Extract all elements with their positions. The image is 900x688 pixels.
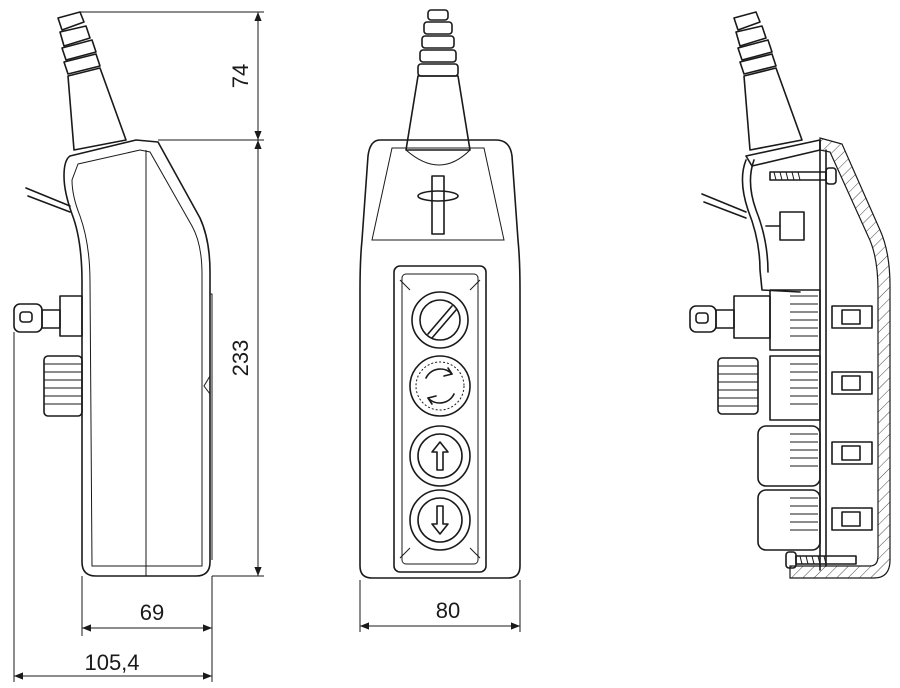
- contact-blocks: [757, 289, 821, 551]
- dim-horizontal-left: 69 105,4: [13, 332, 213, 682]
- cable-lead: [765, 211, 805, 241]
- terminals: [831, 305, 873, 531]
- rotate-icon: [425, 367, 455, 405]
- dim-74-label: 74: [228, 64, 253, 88]
- slot-icon: [427, 305, 457, 339]
- screw-bottom: [785, 551, 857, 569]
- key-switch-section: [689, 295, 771, 339]
- arrow-up-icon: [431, 441, 449, 471]
- section-view: [689, 11, 891, 579]
- front-view: [359, 9, 521, 579]
- knob-side: [43, 355, 83, 417]
- arrow-down-icon: [431, 505, 449, 535]
- emergency-rotate-button: [409, 355, 471, 417]
- cable-gland-section: [733, 11, 803, 151]
- knob-section: [717, 357, 759, 415]
- side-view: [13, 11, 213, 577]
- button-plate: [393, 265, 487, 573]
- front-body-outline: [359, 139, 521, 579]
- dim-80-label: 80: [436, 598, 460, 623]
- dim-233-label: 233: [228, 340, 253, 377]
- down-button: [409, 489, 471, 551]
- key-switch-side: [13, 295, 83, 337]
- screw-top: [769, 167, 837, 185]
- dim-front-width: 80: [359, 580, 521, 632]
- hook: [25, 187, 71, 213]
- body-outline: [63, 139, 211, 577]
- dim-105-label: 105,4: [84, 650, 139, 675]
- cable-gland: [57, 11, 127, 151]
- up-button: [409, 425, 471, 487]
- section-shell: [789, 137, 891, 579]
- dim-vertical: 74 233: [80, 11, 264, 577]
- dim-69-label: 69: [140, 600, 164, 625]
- cable-gland-front: [405, 9, 471, 151]
- key-selector-switch: [411, 291, 469, 349]
